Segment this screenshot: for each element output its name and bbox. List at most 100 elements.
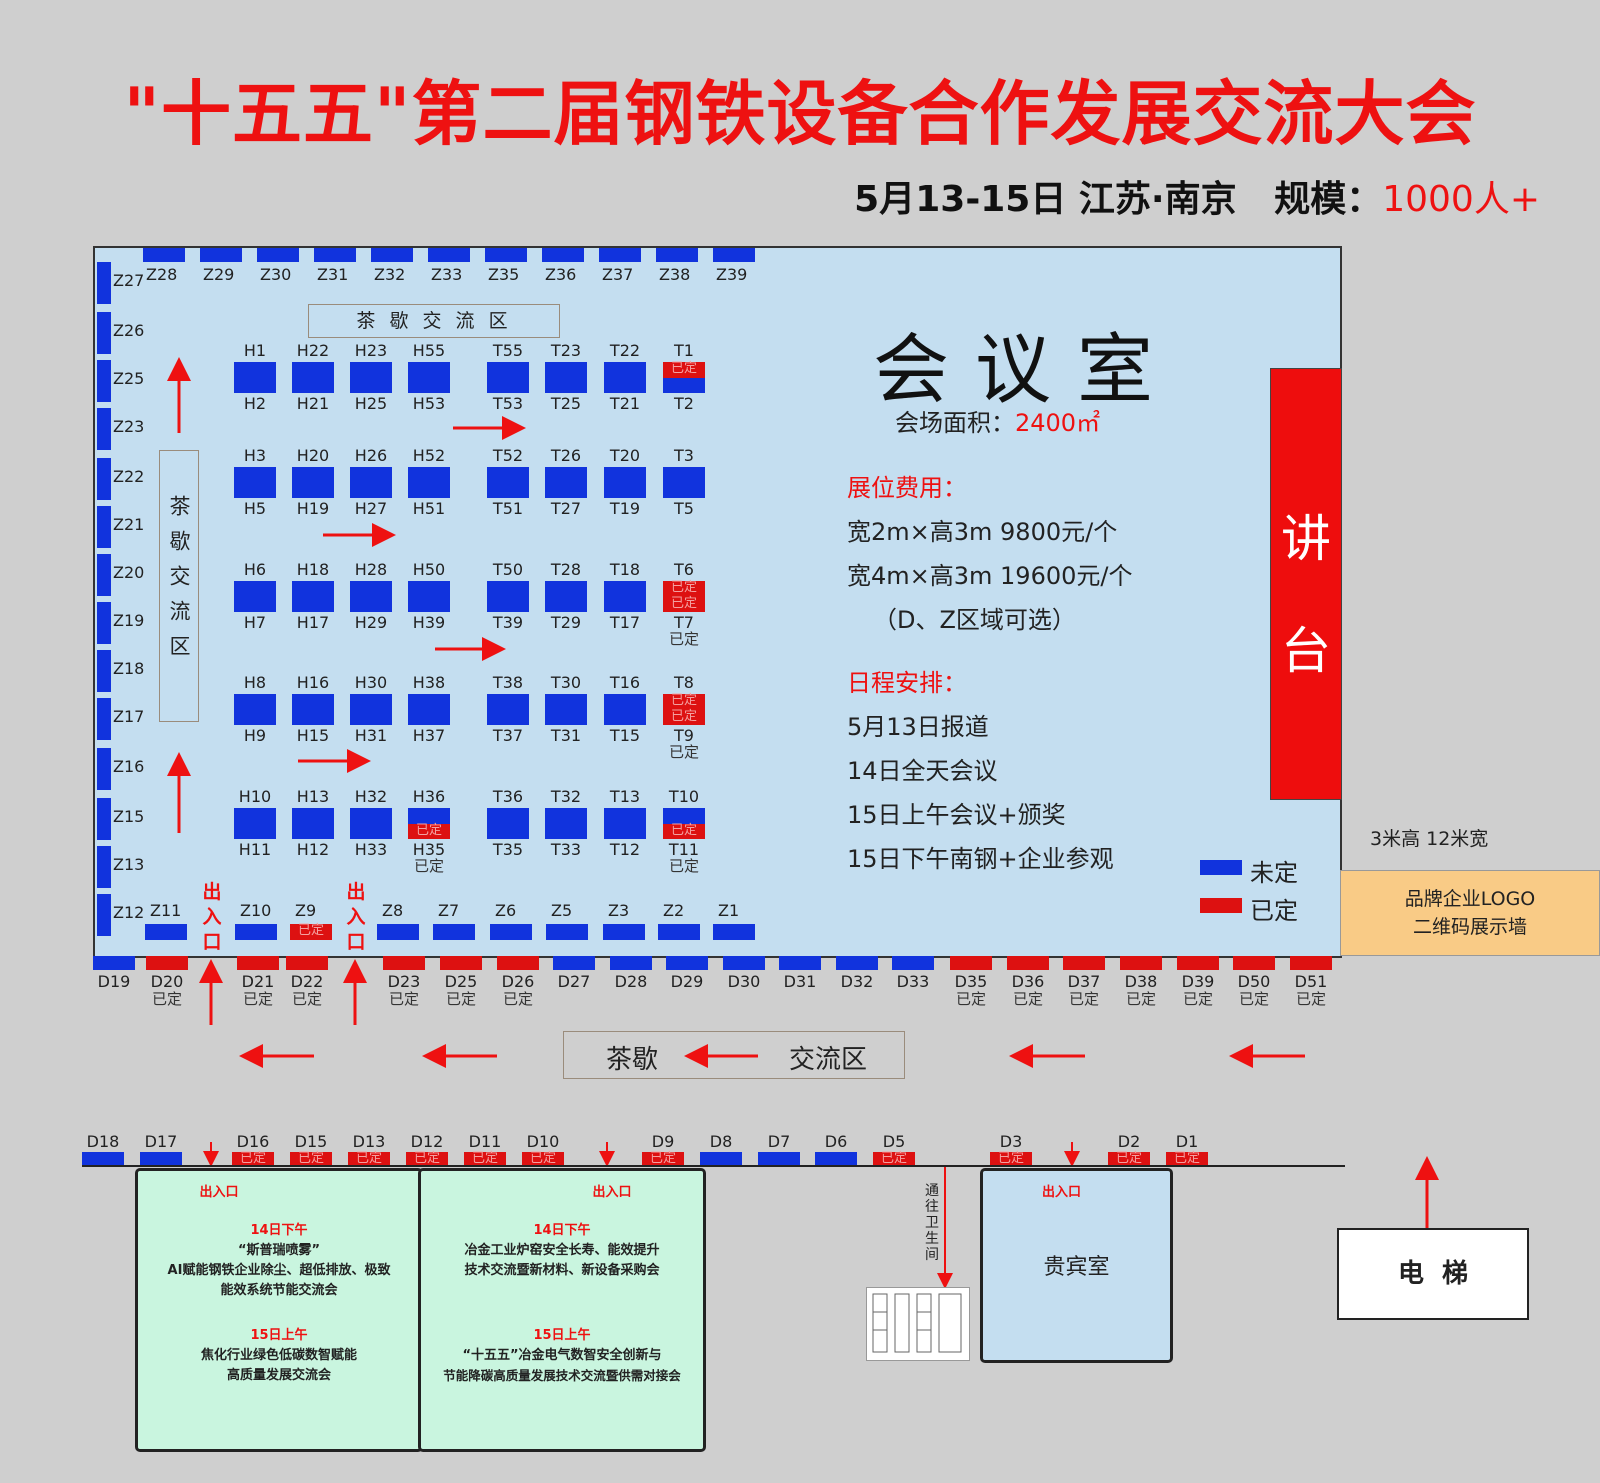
booth-D38[interactable] [1120,956,1162,970]
booth-Z20[interactable] [97,554,111,596]
booth-D5[interactable] [873,1152,915,1166]
booth-H7[interactable] [234,597,276,612]
booth-D15[interactable] [290,1152,332,1166]
booth-Z26[interactable] [97,312,111,354]
booth-T25[interactable] [545,378,587,393]
booth-D28[interactable] [610,956,652,970]
booth-D9[interactable] [642,1152,684,1166]
booth-H18[interactable] [292,581,334,597]
booth-T15[interactable] [604,710,646,725]
booth-T13[interactable] [604,808,646,824]
booth-D23[interactable] [383,956,425,970]
booth-Z19[interactable] [97,602,111,644]
booth-T12[interactable] [604,824,646,839]
booth-Z22[interactable] [97,458,111,500]
booth-T53[interactable] [487,378,529,393]
booth-Z16[interactable] [97,748,111,790]
booth-D22[interactable] [286,956,328,970]
booth-T22[interactable] [604,362,646,378]
booth-T37[interactable] [487,710,529,725]
booth-T30[interactable] [545,694,587,710]
booth-T19[interactable] [604,483,646,498]
booth-H5[interactable] [234,483,276,498]
booth-Z15[interactable] [97,798,111,840]
booth-Z25[interactable] [97,360,111,402]
booth-T6[interactable] [663,581,705,597]
booth-D27[interactable] [553,956,595,970]
booth-H9[interactable] [234,710,276,725]
booth-T52[interactable] [487,467,529,483]
booth-D17[interactable] [140,1152,182,1166]
booth-H17[interactable] [292,597,334,612]
booth-H20[interactable] [292,467,334,483]
booth-T38[interactable] [487,694,529,710]
booth-T17[interactable] [604,597,646,612]
booth-D11[interactable] [464,1152,506,1166]
booth-T18[interactable] [604,581,646,597]
booth-Z10[interactable] [235,924,277,940]
booth-H36[interactable] [408,808,450,824]
booth-Z31[interactable] [314,248,356,262]
booth-Z21[interactable] [97,506,111,548]
booth-D50[interactable] [1233,956,1275,970]
booth-D6[interactable] [815,1152,857,1166]
booth-T32[interactable] [545,808,587,824]
booth-H22[interactable] [292,362,334,378]
booth-T8[interactable] [663,694,705,710]
booth-T7[interactable] [663,597,705,612]
booth-D32[interactable] [836,956,878,970]
booth-H6[interactable] [234,581,276,597]
booth-H13[interactable] [292,808,334,824]
booth-D29[interactable] [666,956,708,970]
booth-D20[interactable] [146,956,188,970]
booth-H32[interactable] [350,808,392,824]
booth-H3[interactable] [234,467,276,483]
booth-H23[interactable] [350,362,392,378]
booth-H12[interactable] [292,824,334,839]
booth-Z6[interactable] [490,924,532,940]
booth-H29[interactable] [350,597,392,612]
booth-Z1[interactable] [713,924,755,940]
booth-D31[interactable] [779,956,821,970]
booth-H33[interactable] [350,824,392,839]
booth-D51[interactable] [1290,956,1332,970]
booth-Z17[interactable] [97,698,111,740]
booth-H21[interactable] [292,378,334,393]
booth-T33[interactable] [545,824,587,839]
booth-D25[interactable] [440,956,482,970]
booth-D2[interactable] [1108,1152,1150,1166]
booth-H37[interactable] [408,710,450,725]
booth-D18[interactable] [82,1152,124,1166]
booth-Z29[interactable] [200,248,242,262]
booth-D33[interactable] [892,956,934,970]
booth-D36[interactable] [1007,956,1049,970]
booth-T31[interactable] [545,710,587,725]
booth-T28[interactable] [545,581,587,597]
booth-Z36[interactable] [542,248,584,262]
booth-T9[interactable] [663,710,705,725]
booth-H39[interactable] [408,597,450,612]
booth-Z37[interactable] [599,248,641,262]
booth-D19[interactable] [93,956,135,970]
booth-Z32[interactable] [371,248,413,262]
booth-H55[interactable] [408,362,450,378]
booth-H25[interactable] [350,378,392,393]
booth-D26[interactable] [497,956,539,970]
booth-Z27[interactable] [97,262,111,304]
booth-H27[interactable] [350,483,392,498]
booth-T5[interactable] [663,483,705,498]
booth-T27[interactable] [545,483,587,498]
booth-H38[interactable] [408,694,450,710]
booth-H26[interactable] [350,467,392,483]
booth-Z11[interactable] [145,924,187,940]
booth-D35[interactable] [950,956,992,970]
booth-T23[interactable] [545,362,587,378]
booth-Z23[interactable] [97,408,111,450]
booth-T3[interactable] [663,467,705,483]
booth-H53[interactable] [408,378,450,393]
booth-Z38[interactable] [656,248,698,262]
booth-D1[interactable] [1166,1152,1208,1166]
booth-D13[interactable] [348,1152,390,1166]
booth-T16[interactable] [604,694,646,710]
booth-D3[interactable] [990,1152,1032,1166]
